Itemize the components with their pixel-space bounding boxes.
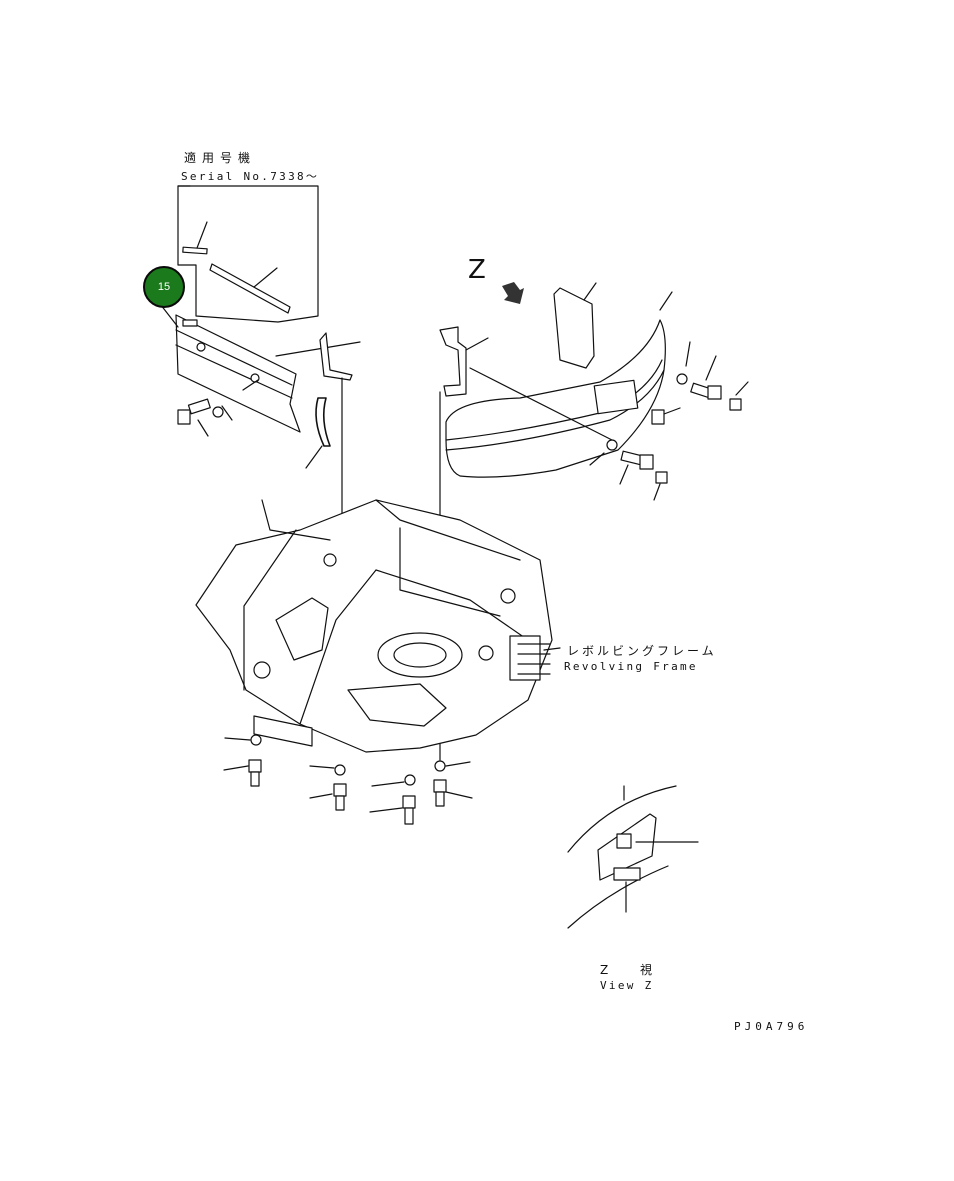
view-label-jp: Z 視 <box>600 963 667 977</box>
frame-label-en: Revolving Frame <box>564 660 698 673</box>
counterweight <box>445 291 673 478</box>
z-arrow-icon <box>502 282 524 304</box>
right-bolts <box>469 341 749 501</box>
lower-bolts <box>223 734 473 825</box>
frame-label-jp: レボルビングフレーム <box>567 644 717 658</box>
view-label-en: View Z <box>600 979 654 992</box>
weight-block <box>553 282 597 369</box>
view-z-detail <box>567 785 699 929</box>
applicability-jp: 適用号機 <box>184 151 257 165</box>
callout-15[interactable]: 15 <box>143 266 185 308</box>
drawing-code: PJ0A796 <box>734 1020 809 1033</box>
serial-inset-box <box>177 185 319 323</box>
view-marker: Z <box>468 255 486 285</box>
left-bolt <box>177 398 233 437</box>
left-side-cover <box>156 299 361 433</box>
curved-bracket <box>305 397 331 469</box>
revolving-frame <box>195 499 561 753</box>
applicability-serial: Serial No.7338〜 <box>181 170 320 183</box>
